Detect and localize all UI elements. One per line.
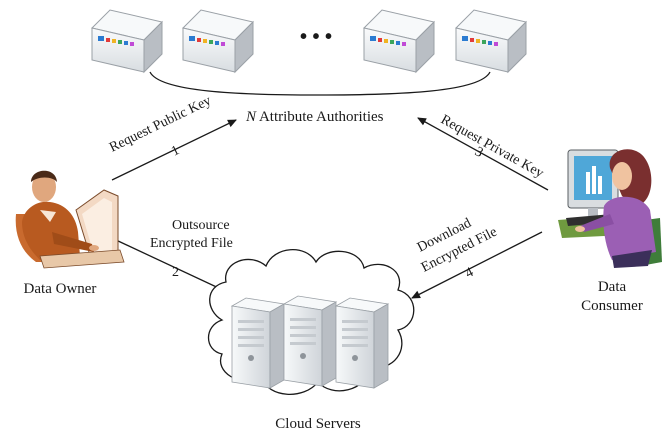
cloud-server-1	[230, 297, 286, 389]
attribute-authority-box-2	[182, 9, 254, 74]
arrow-request-private-key	[417, 117, 549, 191]
attribute-authority-box-4	[455, 9, 527, 74]
arrow-download-encrypted-file	[411, 231, 543, 299]
request-private-key-label: Request Private Key	[438, 112, 546, 181]
cloud-server-3	[334, 297, 390, 389]
arrow-request-public-key	[111, 119, 237, 181]
step-2-label: 2	[172, 265, 179, 280]
attribute-authorities-text: Attribute Authorities	[256, 109, 384, 125]
ellipsis: • • •	[300, 26, 332, 48]
data-consumer-label-line2: Consumer	[581, 298, 643, 314]
request-public-key-label: Request Public Key	[107, 93, 214, 155]
data-owner-icon	[15, 170, 125, 269]
encrypted-file-label-owner: Encrypted File	[150, 236, 233, 251]
cloud-server-2	[282, 295, 338, 387]
data-consumer-icon	[558, 149, 662, 268]
n-variable: N	[245, 109, 257, 125]
step-3-label: 3	[472, 144, 485, 161]
attribute-authorities-label: N Attribute Authorities	[245, 109, 384, 125]
authorities-group-curve	[149, 71, 491, 96]
cloud-servers-label: Cloud Servers	[275, 416, 361, 432]
attribute-authority-box-1	[91, 9, 163, 74]
step-4-label: 4	[463, 265, 476, 282]
data-owner-label: Data Owner	[24, 281, 97, 297]
attribute-authority-box-3	[363, 9, 435, 74]
data-consumer-label-line1: Data	[598, 279, 627, 295]
step-1-label: 1	[169, 143, 182, 160]
outsource-label: Outsource	[172, 218, 230, 233]
